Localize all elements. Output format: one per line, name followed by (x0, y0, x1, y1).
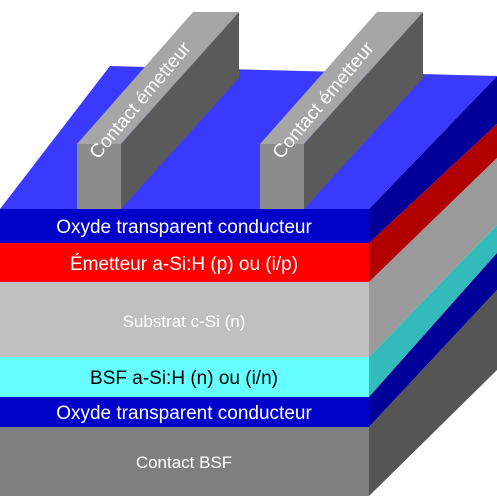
emitter-label: Émetteur a-Si:H (p) ou (i/p) (70, 254, 298, 275)
bsf-front (0, 357, 369, 397)
tco-bottom-label: Oxyde transparent conducteur (56, 403, 312, 424)
contact-bsf-side (369, 290, 497, 496)
bsf-side (369, 225, 497, 397)
contact-1-front (77, 144, 121, 209)
contact-bsf-front (0, 427, 369, 496)
contact-2-front (260, 144, 304, 209)
contact-1-top (77, 12, 239, 144)
contact-2-side (304, 12, 423, 209)
emitter-front (0, 243, 369, 282)
substrate-label: Substrat c-Si (n) (123, 312, 246, 331)
tco-top-front (0, 209, 369, 243)
tco-bottom-front (0, 397, 369, 427)
contact-emitter-1: Contact émetteur (77, 12, 239, 209)
substrate-side (369, 158, 497, 357)
tco-top-side (369, 76, 497, 243)
emitter-side (369, 124, 497, 282)
contact-1-side (121, 12, 239, 209)
tco-bottom-side (369, 253, 497, 427)
bsf-label: BSF a-Si:H (n) ou (i/n) (90, 368, 278, 389)
substrate-front (0, 282, 369, 357)
contact-bsf-label: Contact BSF (136, 453, 232, 472)
contact-2-top (260, 12, 423, 144)
tco-top-label: Oxyde transparent conducteur (56, 217, 312, 238)
